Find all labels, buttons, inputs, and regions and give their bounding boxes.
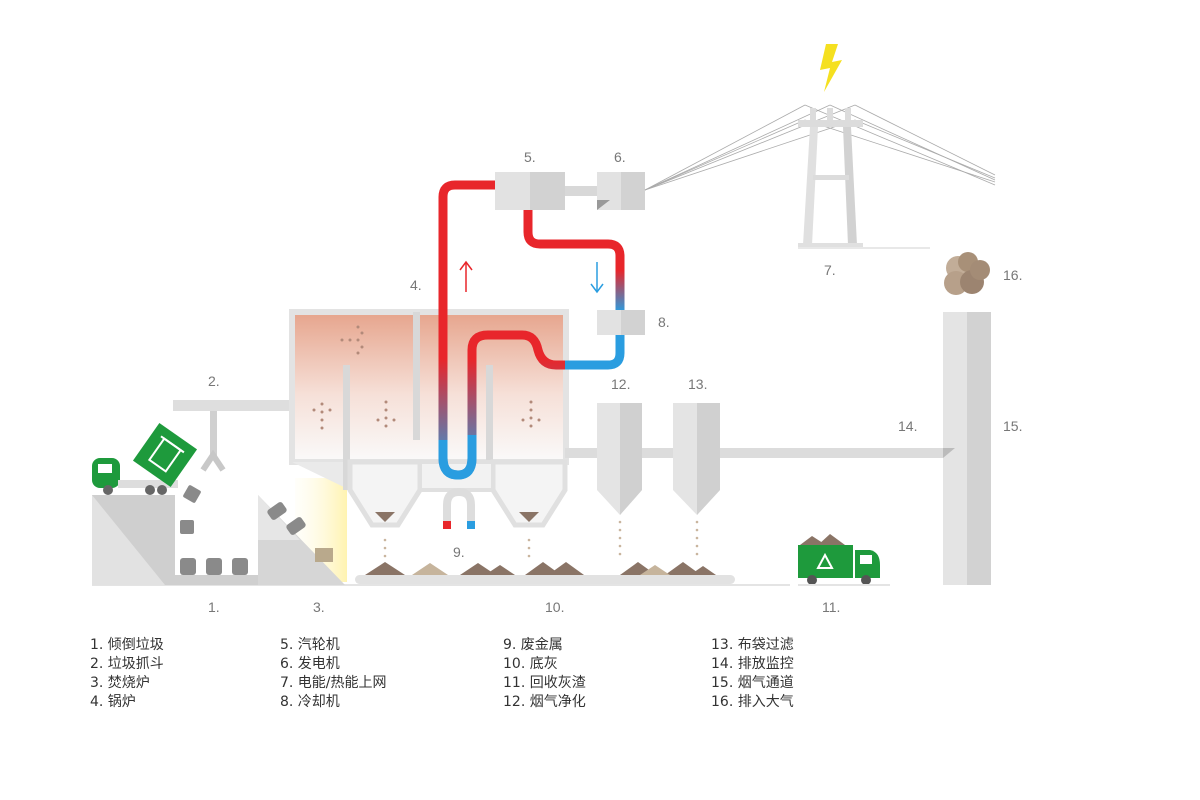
turbine-shaft	[565, 186, 598, 196]
label-3: 3.	[313, 599, 325, 615]
legend-item: 11. 回收灰渣	[503, 675, 586, 691]
ash-drops	[383, 520, 699, 558]
label-5: 5.	[524, 149, 536, 165]
label-8: 8.	[658, 314, 670, 330]
label-15: 15.	[1003, 418, 1022, 434]
legend-item: 2. 垃圾抓斗	[90, 656, 164, 672]
label-1: 1.	[208, 599, 220, 615]
legend-column-3: 9. 废金属 10. 底灰 11. 回收灰渣 12. 烟气净化	[503, 636, 586, 712]
legend-item: 16. 排入大气	[711, 694, 794, 710]
legend-item: 8. 冷却机	[280, 694, 340, 710]
arrow-up-icon	[459, 260, 473, 292]
garbage-truck	[92, 458, 178, 495]
label-4: 4.	[410, 277, 422, 293]
legend-item: 4. 锅炉	[90, 694, 136, 710]
generator	[597, 172, 645, 210]
transmission-tower	[798, 108, 930, 249]
recycle-icon	[816, 552, 834, 569]
steam-pipe-hot	[438, 180, 570, 480]
legend-item: 10. 底灰	[503, 656, 558, 672]
legend-item: 9. 废金属	[503, 637, 563, 653]
incinerator	[258, 478, 347, 585]
garbage-crane	[173, 400, 290, 472]
legend-column-4: 13. 布袋过滤 14. 排放监控 15. 烟气通道 16. 排入大气	[711, 636, 794, 712]
legend-item: 3. 焚烧炉	[90, 675, 150, 691]
flue-gas-cleaning	[597, 403, 642, 515]
legend-item: 1. 倾倒垃圾	[90, 637, 164, 653]
trash-bin-icon	[132, 422, 198, 488]
label-12: 12.	[611, 376, 630, 392]
label-14: 14.	[898, 418, 917, 434]
smoke-cloud	[944, 252, 990, 295]
flow-dots	[312, 325, 541, 430]
label-16: 16.	[1003, 267, 1022, 283]
flue-duct	[565, 448, 945, 458]
legend-item: 15. 烟气通道	[711, 675, 794, 691]
chimney	[943, 312, 991, 585]
lightning-icon	[820, 44, 842, 92]
legend-item: 14. 排放监控	[711, 656, 794, 672]
legend-column-2: 5. 汽轮机 6. 发电机 7. 电能/热能上网 8. 冷却机	[280, 636, 387, 712]
label-9: 9.	[453, 544, 465, 560]
bag-filter	[673, 403, 720, 515]
power-lines	[644, 104, 996, 191]
label-7: 7.	[824, 262, 836, 278]
label-2: 2.	[208, 373, 220, 389]
legend-item: 7. 电能/热能上网	[280, 675, 387, 691]
cooler	[597, 310, 645, 335]
legend-item: 5. 汽轮机	[280, 637, 340, 653]
label-13: 13.	[688, 376, 707, 392]
exhaust-steam-pipe	[523, 208, 625, 312]
legend-item: 13. 布袋过滤	[711, 637, 794, 653]
tipping-platform	[92, 485, 260, 585]
ash-recycling-truck	[798, 534, 890, 586]
legend-column-1: 1. 倾倒垃圾 2. 垃圾抓斗 3. 焚烧炉 4. 锅炉	[90, 636, 164, 712]
label-6: 6.	[614, 149, 626, 165]
magnet-icon	[443, 487, 475, 529]
label-10: 10.	[545, 599, 564, 615]
cooling-return-pipe	[565, 335, 625, 370]
bottom-ash-conveyor	[355, 562, 735, 584]
arrow-down-icon	[590, 262, 604, 294]
legend-item: 6. 发电机	[280, 656, 340, 672]
legend-item: 12. 烟气净化	[503, 694, 586, 710]
steam-turbine	[495, 172, 565, 210]
return-pipe-cold	[438, 435, 477, 480]
label-11: 11.	[822, 599, 840, 615]
